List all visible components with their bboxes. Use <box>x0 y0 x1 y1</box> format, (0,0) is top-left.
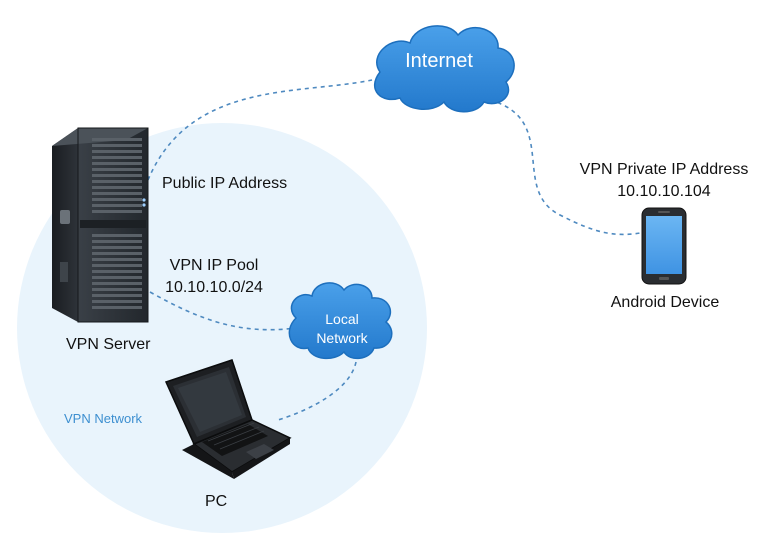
vpn-server-label: VPN Server <box>66 336 151 353</box>
private-ip-value: 10.10.10.104 <box>617 183 711 200</box>
local-network-label-line1: Local <box>325 311 359 327</box>
private-ip-title: VPN Private IP Address <box>579 161 749 178</box>
android-device-label: Android Device <box>610 294 720 311</box>
vpn-network-label: VPN Network <box>64 411 143 426</box>
ip-pool-title: VPN IP Pool <box>169 257 259 274</box>
public-ip-label: Public IP Address <box>162 175 288 192</box>
cloud-icon <box>373 25 515 113</box>
link-localnetwork-pc <box>277 361 357 421</box>
laptop-icon <box>164 359 292 479</box>
local-network-label-line2: Network <box>316 330 368 346</box>
link-internet-android <box>489 99 647 236</box>
ip-pool-value: 10.10.10.0/24 <box>165 279 263 296</box>
link-server-localnetwork <box>149 291 297 331</box>
network-links <box>147 79 647 421</box>
smartphone-icon <box>641 207 687 285</box>
pc-label: PC <box>205 493 228 510</box>
cloud-icon <box>288 282 393 360</box>
server-tower-icon <box>52 127 149 323</box>
internet-label: Internet <box>405 50 473 72</box>
